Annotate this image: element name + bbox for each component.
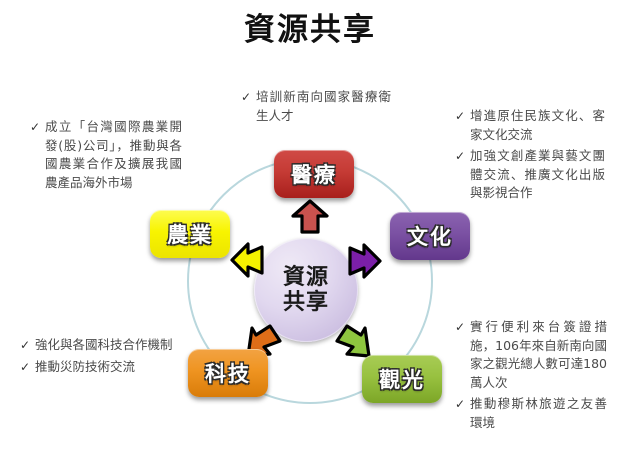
- check-icon: ✓: [30, 120, 41, 134]
- bullet-text: 強化與各國科技合作機制: [35, 337, 173, 352]
- note-medical: ✓ 培訓新南向國家醫療衛生人才: [241, 88, 391, 128]
- center-hub: 資源 共享: [254, 238, 358, 342]
- node-medical-label: 醫療: [291, 163, 337, 187]
- bullet-text: 加強文創產業與藝文團體交流、推廣文化出版與影視合作: [470, 148, 605, 200]
- bullet-item: ✓ 推動災防技術交流: [20, 358, 180, 377]
- center-hub-line2: 共享: [282, 290, 329, 315]
- check-icon: ✓: [455, 397, 466, 411]
- node-technology-label: 科技: [205, 362, 251, 386]
- check-icon: ✓: [455, 109, 466, 123]
- bullet-item: ✓ 加強文創產業與藝文團體交流、推廣文化出版與影視合作: [455, 147, 605, 203]
- check-icon: ✓: [241, 90, 252, 104]
- bullet-text: 增進原住民族文化、客家文化交流: [470, 108, 605, 142]
- node-culture-label: 文化: [407, 225, 453, 249]
- node-medical[interactable]: 醫療: [274, 150, 354, 198]
- node-agriculture[interactable]: 農業: [150, 210, 230, 258]
- bullet-item: ✓ 成立「台灣國際農業開發(股)公司」，推動與各國農業合作及擴展我國農產品海外市…: [30, 118, 182, 192]
- node-agriculture-label: 農業: [167, 223, 213, 247]
- check-icon: ✓: [20, 338, 31, 352]
- bullet-text: 培訓新南向國家醫療衛生人才: [256, 89, 391, 123]
- bullet-item: ✓ 推動穆斯林旅遊之友善環境: [455, 395, 607, 432]
- bullet-item: ✓ 強化與各國科技合作機制: [20, 336, 180, 355]
- arrow-right-icon: [348, 243, 382, 279]
- check-icon: ✓: [20, 359, 31, 374]
- arrow-down-right-icon: [331, 322, 373, 360]
- bullet-item: ✓ 培訓新南向國家醫療衛生人才: [241, 88, 391, 125]
- bullet-item: ✓ 實行便利來台簽證措施，106年來自新南向國家之觀光總人數可達180萬人次: [455, 318, 607, 392]
- bullet-text: 實行便利來台簽證措施，106年來自新南向國家之觀光總人數可達180萬人次: [470, 319, 607, 390]
- note-culture: ✓ 增進原住民族文化、客家文化交流 ✓ 加強文創產業與藝文團體交流、推廣文化出版…: [455, 107, 605, 206]
- node-culture[interactable]: 文化: [390, 212, 470, 260]
- arrow-up-icon: [291, 199, 329, 234]
- bullet-text: 推動災防技術交流: [35, 358, 136, 374]
- bullet-text: 推動穆斯林旅遊之友善環境: [470, 396, 607, 430]
- bullet-item: ✓ 增進原住民族文化、客家文化交流: [455, 107, 605, 144]
- center-hub-line1: 資源: [282, 265, 329, 290]
- resource-sharing-diagram: 資源 共享 醫療 文化 觀光 科技 農: [150, 150, 470, 440]
- page-title: 資源共享: [244, 12, 376, 48]
- bullet-text: 成立「台灣國際農業開發(股)公司」，推動與各國農業合作及擴展我國農產品海外市場: [45, 119, 182, 190]
- node-tourism-label: 觀光: [379, 368, 425, 392]
- note-technology: ✓ 強化與各國科技合作機制 ✓ 推動災防技術交流: [20, 336, 180, 379]
- arrow-down-left-icon: [244, 322, 286, 360]
- check-icon: ✓: [455, 149, 466, 163]
- arrow-left-icon: [230, 242, 264, 278]
- note-agriculture: ✓ 成立「台灣國際農業開發(股)公司」，推動與各國農業合作及擴展我國農產品海外市…: [30, 118, 182, 195]
- node-technology[interactable]: 科技: [188, 349, 268, 397]
- check-icon: ✓: [455, 320, 466, 334]
- node-tourism[interactable]: 觀光: [362, 355, 442, 403]
- note-tourism: ✓ 實行便利來台簽證措施，106年來自新南向國家之觀光總人數可達180萬人次 ✓…: [455, 318, 607, 435]
